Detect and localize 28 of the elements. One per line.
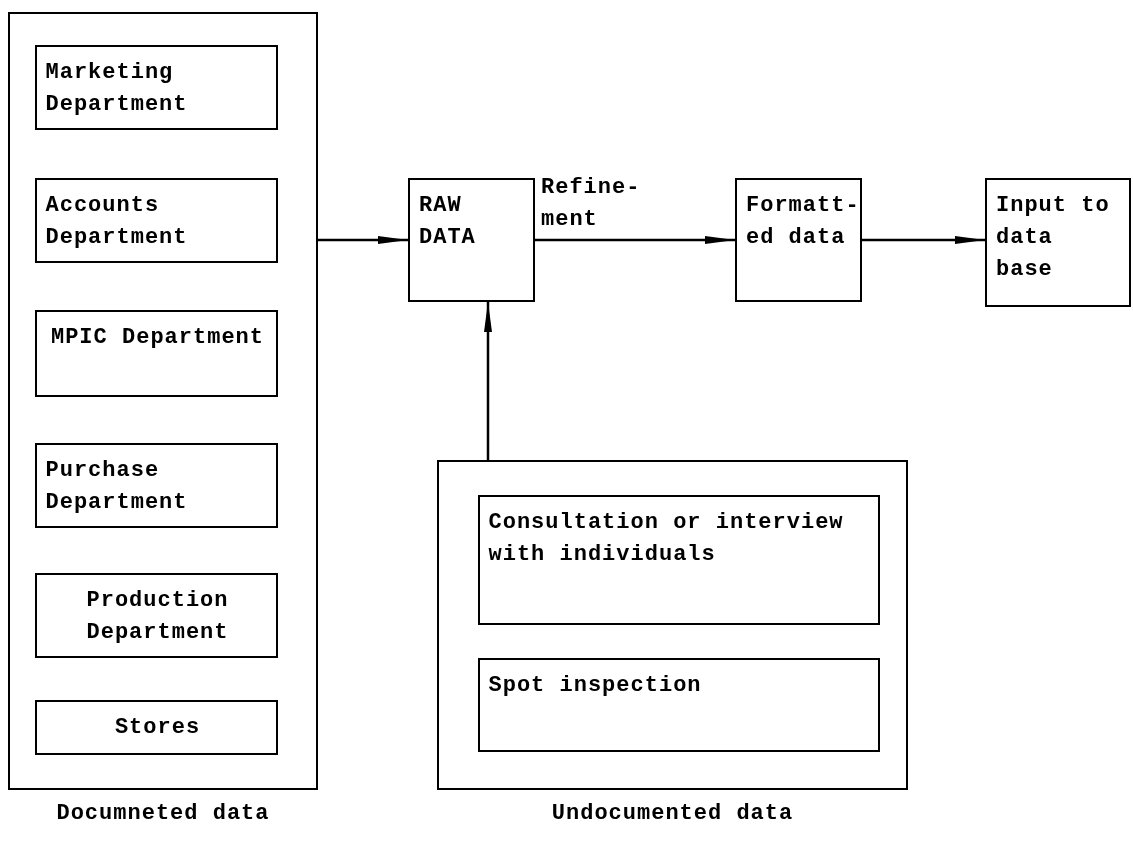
process-box xyxy=(34,309,278,397)
process-box xyxy=(34,442,278,528)
box-label: Production Department xyxy=(85,586,230,647)
process-box xyxy=(408,178,535,302)
box-label: Spot inspection xyxy=(488,671,703,700)
process-box xyxy=(34,44,278,130)
process-box xyxy=(34,177,278,263)
box-label: Consultation or interview with individuals xyxy=(488,508,845,569)
process-box xyxy=(34,572,278,658)
box-label: Stores xyxy=(113,713,202,742)
process-box xyxy=(477,657,880,752)
process-box xyxy=(985,178,1131,307)
box-label: MPIC Department xyxy=(49,323,265,352)
process-box xyxy=(34,699,278,755)
group-caption: Documneted data xyxy=(55,800,271,828)
box-label: Accounts Department xyxy=(45,191,189,252)
process-box xyxy=(735,178,862,302)
arrow xyxy=(318,236,408,244)
box-label: Marketing Department xyxy=(45,58,189,119)
box-label: RAW DATA xyxy=(419,192,477,252)
process-box xyxy=(477,494,880,625)
box-label: Formatt- ed data xyxy=(746,192,854,252)
arrow xyxy=(484,302,492,460)
group-caption: Undocumented data xyxy=(550,800,795,828)
box-label: Input to data base xyxy=(996,192,1111,284)
arrow xyxy=(535,236,735,244)
box-label: Purchase Department xyxy=(45,456,189,517)
arrow xyxy=(862,236,985,244)
